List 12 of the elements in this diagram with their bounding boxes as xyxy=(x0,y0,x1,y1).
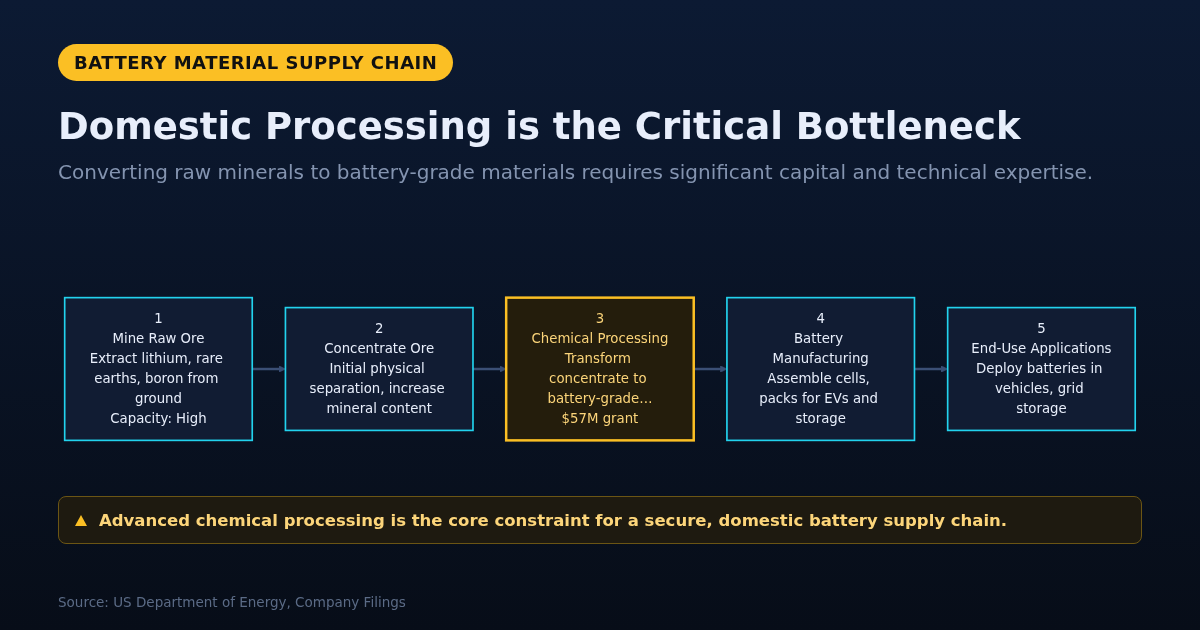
source-note: Source: US Department of Energy, Company Filings xyxy=(58,594,406,610)
node-box: 1 Mine Raw Ore Extract lithium, rare earths, boron from ground Capacity: High xyxy=(63,296,254,442)
node-box: 5 End-Use Applications Deploy batteries in vehicles, grid storage xyxy=(946,306,1137,432)
node-box: 2 Concentrate Ore Initial physical separation, increase mineral content xyxy=(284,306,474,432)
warning-text: Advanced chemical processing is the core constraint for a secure, domestic battery supply chain. xyxy=(99,510,1008,530)
node-box: 3 Chemical Processing Transform concentrate to battery-grade… $57M grant xyxy=(504,296,696,442)
node-box: 4 Battery Manufacturing Assemble cells, packs for EVs and storage xyxy=(726,296,916,442)
category-pill: BATTERY MATERIAL SUPPLY CHAIN xyxy=(58,44,454,81)
arrow xyxy=(252,365,286,373)
subtitle: Converting raw minerals to battery-grade materials requires significant capital and technical expertise. xyxy=(58,159,1095,186)
arrow xyxy=(473,365,507,373)
title: Domestic Processing is the Critical Bottleneck xyxy=(58,105,1022,148)
